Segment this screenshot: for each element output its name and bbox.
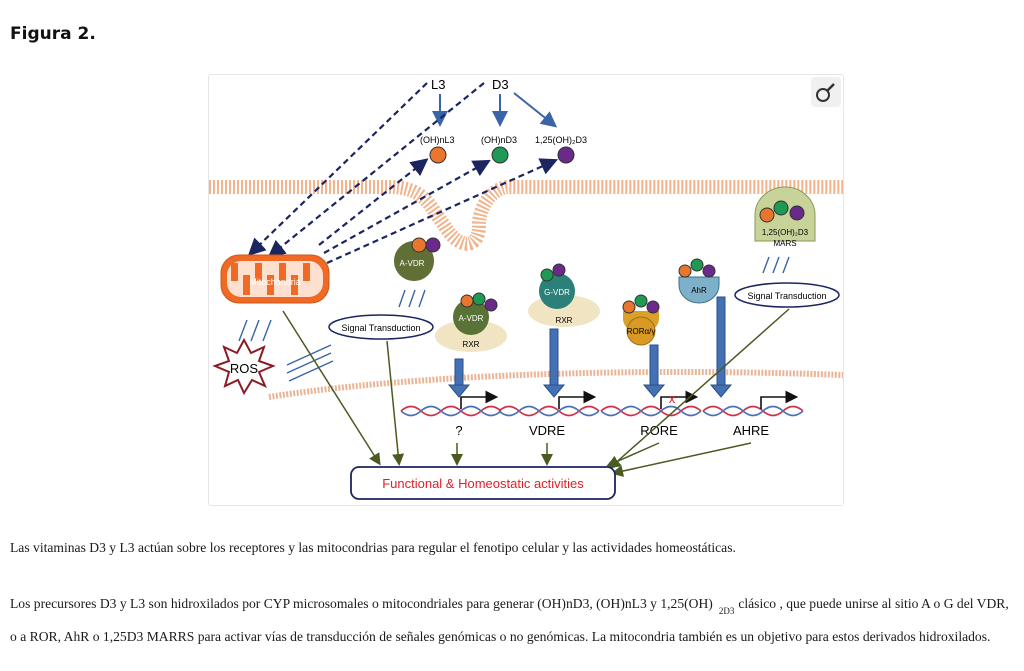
caption-paragraph-2: Los precursores D3 y L3 son hidroxilados… bbox=[10, 591, 1018, 649]
figure-heading: Figura 2. bbox=[10, 24, 96, 44]
l3-label: L3 bbox=[431, 77, 445, 92]
svg-text:AhR: AhR bbox=[691, 286, 707, 295]
svg-text:G-VDR: G-VDR bbox=[544, 288, 570, 297]
dna-strands bbox=[400, 405, 804, 417]
d3-label: D3 bbox=[492, 77, 509, 92]
response-element: RORE bbox=[640, 423, 678, 438]
pathway-diagram: L3 D3 (OH)nL3 (OH)nD3 1,25(OH)₂D3 bbox=[209, 77, 843, 500]
nuclear-avdr-rxr: RXR A-VDR bbox=[435, 292, 507, 352]
metabolite-label: 1,25(OH)₂D3 bbox=[535, 135, 587, 145]
paragraph2-subscript: 2D3 bbox=[718, 606, 735, 616]
svg-text:RXR: RXR bbox=[556, 316, 573, 325]
outcome-label: Functional & Homeostatic activities bbox=[382, 476, 584, 491]
ror-receptor: RORα/γ bbox=[622, 294, 660, 346]
svg-text:RXR: RXR bbox=[463, 340, 480, 349]
signal-transduction-left bbox=[328, 314, 434, 340]
green-metabolite bbox=[491, 146, 509, 164]
figure-image[interactable]: L3 D3 (OH)nL3 (OH)nD3 1,25(OH)₂D3 bbox=[208, 74, 844, 506]
svg-text:Signal Transduction: Signal Transduction bbox=[747, 291, 826, 301]
svg-text:Signal Transduction: Signal Transduction bbox=[341, 323, 420, 333]
cell-membrane bbox=[209, 180, 843, 251]
purple-metabolite bbox=[557, 146, 575, 164]
zoom-button[interactable] bbox=[811, 77, 841, 107]
marrs-receptor: 1,25(OH)₂D3 MARS bbox=[754, 186, 816, 248]
caption-paragraph-1: Las vitaminas D3 y L3 actúan sobre los r… bbox=[10, 540, 736, 555]
svg-text:Mitochondria: Mitochondria bbox=[249, 277, 301, 287]
blocked-mark: x bbox=[669, 391, 676, 406]
svg-text:MARS: MARS bbox=[773, 239, 796, 248]
metabolite-label: (OH)nD3 bbox=[481, 135, 517, 145]
mitochondria: Mitochondria bbox=[220, 254, 330, 304]
metabolite-label: (OH)nL3 bbox=[420, 135, 455, 145]
response-element: VDRE bbox=[529, 423, 565, 438]
svg-text:1,25(OH)₂D3: 1,25(OH)₂D3 bbox=[762, 228, 809, 237]
magnifier-icon bbox=[816, 83, 835, 102]
svg-text:A-VDR: A-VDR bbox=[400, 259, 425, 268]
svg-text:A-VDR: A-VDR bbox=[459, 314, 484, 323]
paragraph2-start: Los precursores D3 y L3 son hidroxilados… bbox=[10, 596, 713, 611]
svg-text:RORα/γ: RORα/γ bbox=[627, 327, 656, 336]
membrane-avdr-receptor: A-VDR bbox=[394, 237, 441, 281]
outcome-box bbox=[350, 466, 616, 500]
response-element: AHRE bbox=[733, 423, 769, 438]
orange-metabolite bbox=[429, 146, 447, 164]
paragraph2-end: clásico , que puede unirse al sitio A o … bbox=[10, 596, 1009, 644]
signal-transduction-right bbox=[734, 282, 840, 308]
ros-burst: ROS bbox=[212, 337, 276, 396]
response-element: ? bbox=[455, 423, 462, 438]
svg-text:ROS: ROS bbox=[230, 361, 259, 376]
ahr-receptor: AhR bbox=[678, 258, 720, 304]
gvdr-rxr: RXR G-VDR bbox=[528, 263, 600, 327]
